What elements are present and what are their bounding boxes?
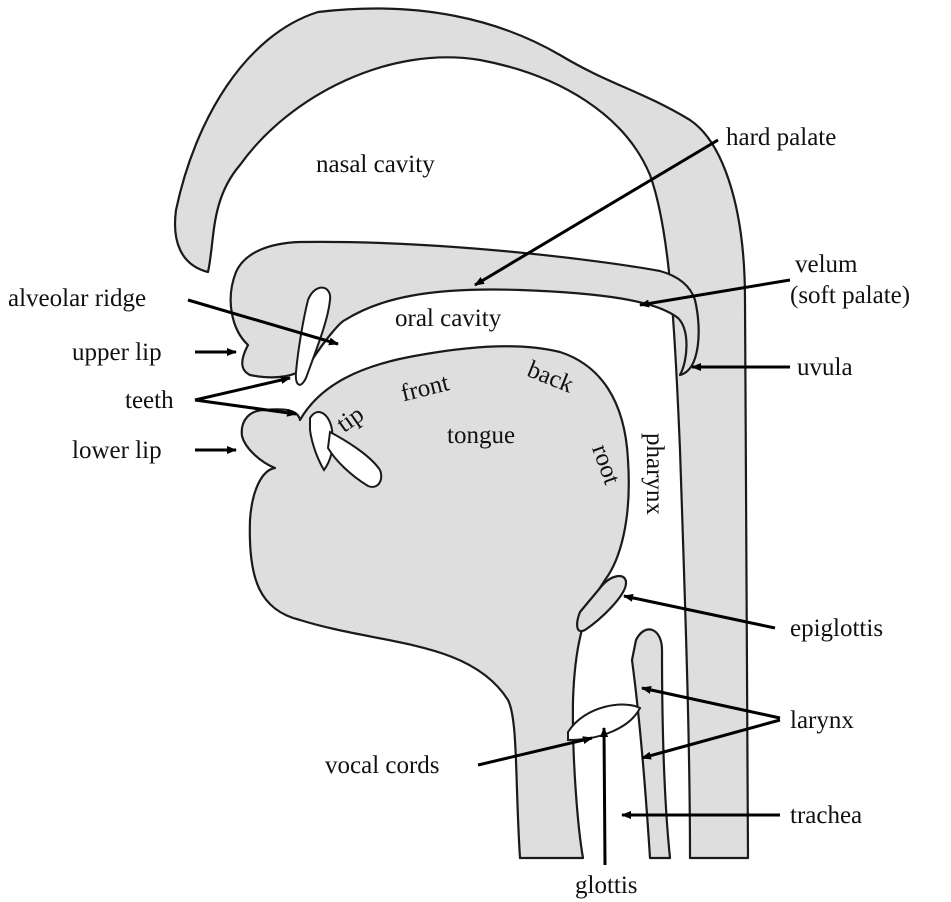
label-larynx: larynx xyxy=(790,707,854,734)
label-oral-cavity: oral cavity xyxy=(395,305,502,332)
label-vocal-cords: vocal cords xyxy=(325,752,440,779)
larynx-column xyxy=(632,629,670,858)
tongue-and-jaw xyxy=(242,346,629,858)
label-velum: velum xyxy=(795,251,858,278)
label-soft-palate: (soft palate) xyxy=(790,282,910,309)
label-hard-palate: hard palate xyxy=(726,124,836,151)
glottis-arrow xyxy=(604,728,605,865)
label-glottis: glottis xyxy=(575,872,638,899)
label-upper-lip: upper lip xyxy=(72,339,162,366)
teeth-arrow-lower xyxy=(195,400,296,414)
label-uvula: uvula xyxy=(797,354,853,381)
label-tongue: tongue xyxy=(447,422,515,449)
label-trachea: trachea xyxy=(790,802,862,829)
label-teeth: teeth xyxy=(125,387,174,414)
label-nasal-cavity: nasal cavity xyxy=(316,151,435,178)
teeth-arrow-upper xyxy=(195,378,290,400)
label-lower-lip: lower lip xyxy=(72,437,162,464)
label-epiglottis: epiglottis xyxy=(790,615,883,642)
label-alveolar-ridge: alveolar ridge xyxy=(8,285,146,312)
label-pharynx: pharynx xyxy=(641,433,668,515)
